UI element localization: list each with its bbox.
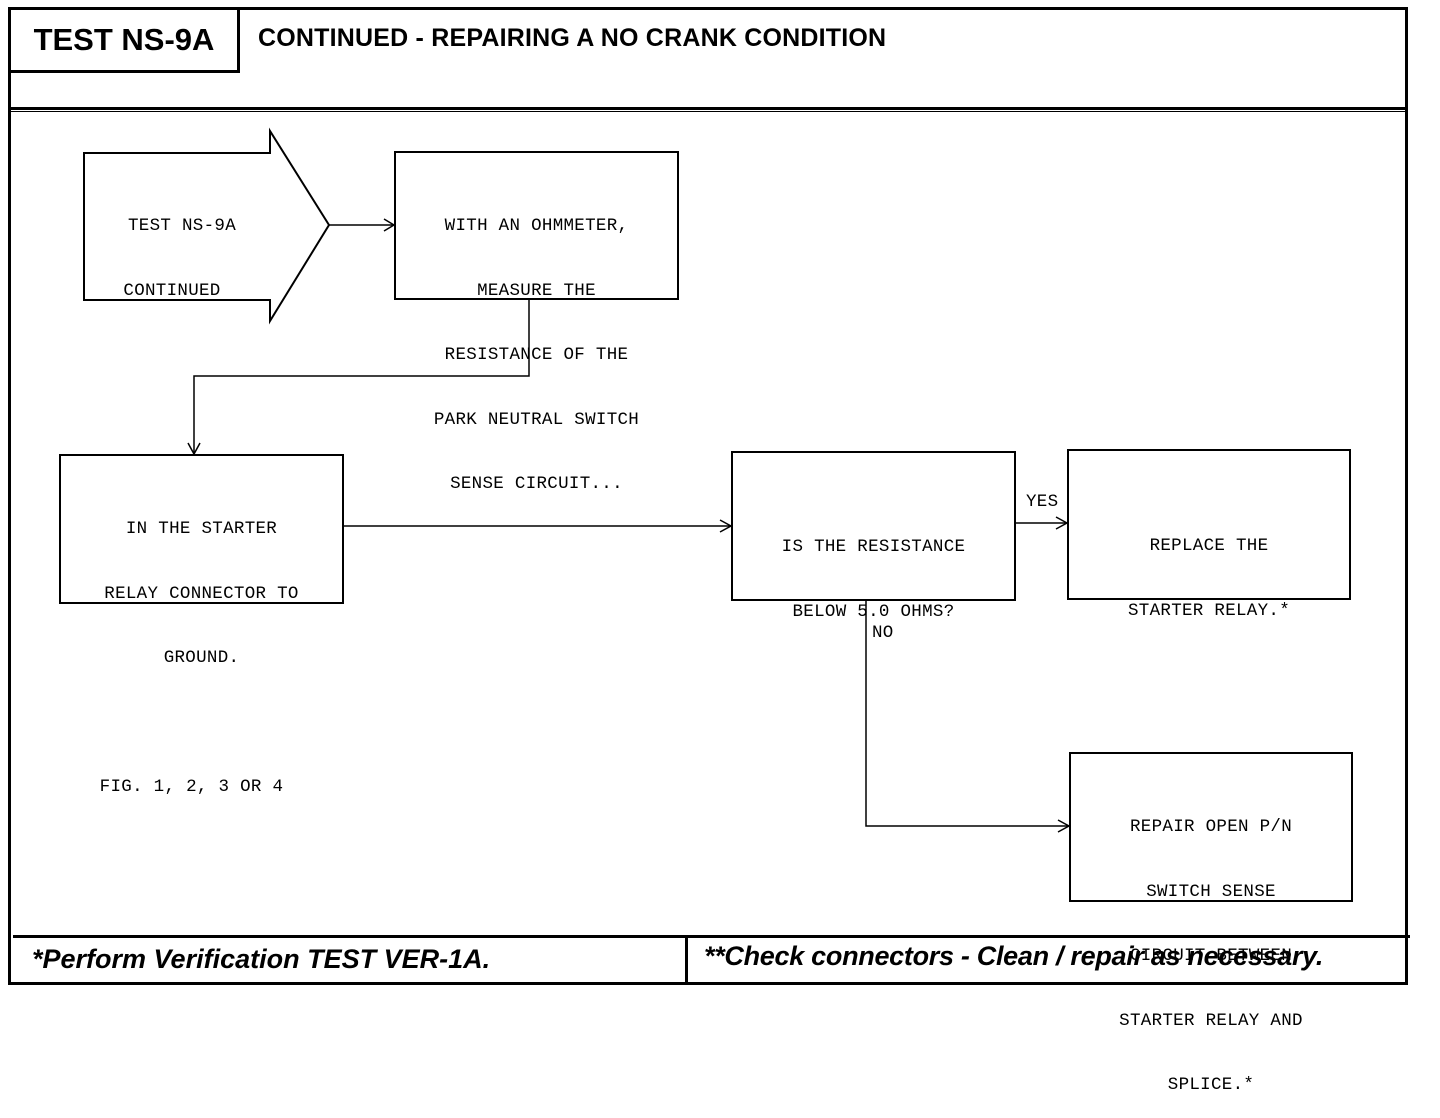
page-title: CONTINUED - REPAIRING A NO CRANK CONDITI… [258, 24, 887, 52]
decision-line-1: IS THE RESISTANCE [781, 537, 966, 557]
no-action-line-4: STARTER RELAY AND [1119, 1010, 1303, 1031]
entry-arrow-text: TEST NS-9A CONTINUED [92, 173, 272, 324]
repair-open-circuit-box: REPAIR OPEN P/N SWITCH SENSE CIRCUIT BET… [1069, 752, 1353, 1095]
page-frame [8, 7, 1408, 985]
resistance-decision-box: IS THE RESISTANCE BELOW 5.0 OHMS? [731, 451, 1016, 622]
entry-line-1: TEST NS-9A [127, 216, 237, 236]
no-action-line-2: SWITCH SENSE [1146, 881, 1276, 902]
measure-resistance-box: WITH AN OHMMETER, MEASURE THE RESISTANCE… [394, 151, 679, 494]
no-label: NO [872, 623, 894, 643]
connector-no [865, 600, 1069, 827]
no-action-line-3: CIRCUIT BETWEEN [1129, 946, 1293, 966]
measure-line-1: WITH AN OHMMETER, [444, 216, 629, 236]
flowchart-connectors [83, 127, 1071, 833]
connector-measure-to-connector [193, 299, 530, 454]
decision-line-2: BELOW 5.0 OHMS? [792, 601, 955, 622]
verification-note: *Perform Verification TEST VER-1A. [32, 944, 491, 974]
connector-line-5: FIG. 1, 2, 3 OR 4 [99, 777, 284, 797]
no-action-line-1: REPAIR OPEN P/N [1129, 817, 1293, 837]
replace-starter-relay-box: REPLACE THE STARTER RELAY.* [1067, 449, 1351, 621]
yes-action-line-1: REPLACE THE [1149, 536, 1269, 556]
header-divider-thin [8, 111, 1408, 112]
no-action-line-5: SPLICE.* [1167, 1075, 1255, 1095]
measure-line-2: MEASURE THE [477, 280, 596, 301]
yes-label: YES [1026, 492, 1059, 512]
measure-line-4: PARK NEUTRAL SWITCH [433, 409, 640, 430]
test-id-label: TEST NS-9A [8, 7, 240, 73]
starter-relay-connector-box: IN THE STARTER RELAY CONNECTOR TO GROUND… [59, 454, 344, 797]
connector-line-1: IN THE STARTER [125, 519, 278, 539]
connector-line-3: GROUND. [163, 648, 240, 668]
connector-line-4 [61, 713, 342, 735]
yes-action-line-2: STARTER RELAY.* [1127, 600, 1291, 621]
entry-line-2: CONTINUED [123, 280, 221, 301]
entry-arrow-shape [83, 127, 331, 325]
footer-divider [685, 935, 688, 983]
measure-line-5: SENSE CIRCUIT... [450, 474, 623, 494]
connector-line-2: RELAY CONNECTOR TO [104, 583, 299, 604]
measure-line-3: RESISTANCE OF THE [444, 345, 629, 365]
connector-check-note: **Check connectors - Clean / repair as n… [704, 941, 1324, 971]
footer-bar [13, 935, 1410, 983]
header-divider [8, 107, 1408, 110]
